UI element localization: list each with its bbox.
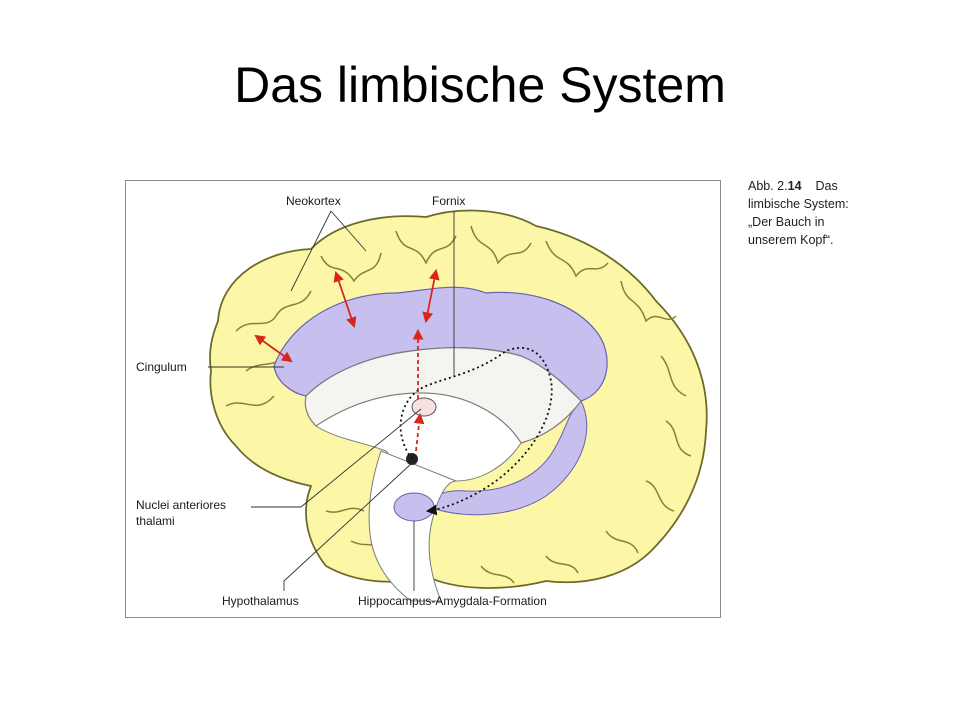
leader-hypothalamus xyxy=(283,462,413,591)
label-nuclei-line1: Nuclei anteriores xyxy=(136,498,226,512)
thalamus-region xyxy=(315,392,522,482)
label-hypothalamus: Hypothalamus xyxy=(222,594,299,608)
caption-line-3: „Der Bauch in xyxy=(748,215,825,230)
brain-figure: Neokortex Fornix Cingulum Nuclei anterio… xyxy=(125,180,721,618)
label-neokortex: Neokortex xyxy=(286,194,341,208)
arrow-2 xyxy=(333,270,357,329)
caption-word: Das xyxy=(815,179,838,193)
figure-caption: Abb. 2.14 Das limbische System: „Der Bauc… xyxy=(748,177,898,250)
label-hippocampus: Hippocampus-Amygdala-Formation xyxy=(358,594,547,608)
leader-nuclei xyxy=(251,408,422,508)
arrow-1 xyxy=(254,334,293,363)
caption-number: 14 xyxy=(787,179,802,193)
caption-line-1: Abb. 2.14 Das xyxy=(748,177,898,195)
label-fornix: Fornix xyxy=(432,194,465,208)
caption-line-4: unserem Kopf“. xyxy=(748,233,834,248)
label-cingulum: Cingulum xyxy=(136,360,187,374)
arrow-4 xyxy=(413,412,425,452)
limbic-system-diagram: Neokortex Fornix Cingulum Nuclei anterio… xyxy=(136,194,708,608)
slide-title: Das limbische System xyxy=(234,57,726,113)
papez-circuit xyxy=(399,346,553,516)
arrow-3 xyxy=(422,268,440,324)
leader-neokortex xyxy=(290,210,367,292)
caption-line-2: limbische System: xyxy=(748,197,849,212)
hippocampus-amygdala xyxy=(393,492,435,522)
caption-prefix: Abb. 2. xyxy=(748,179,788,193)
label-nuclei-line2: thalami xyxy=(136,514,175,528)
